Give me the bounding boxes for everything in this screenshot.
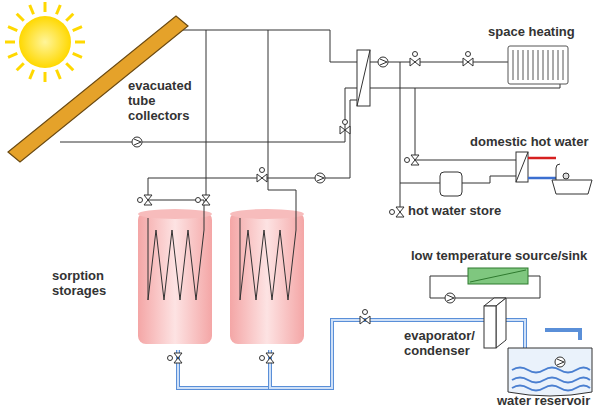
pump-symbol bbox=[132, 137, 142, 147]
sun-ray bbox=[66, 63, 73, 70]
pump-arrow bbox=[557, 359, 564, 365]
dhw-heat-exchanger bbox=[516, 152, 528, 182]
radiator-fin bbox=[543, 50, 544, 80]
sun-ray bbox=[73, 53, 82, 57]
valve-symbol bbox=[202, 195, 210, 205]
sun-ray bbox=[8, 53, 17, 57]
valve-actuator bbox=[260, 168, 265, 173]
valve-actuator bbox=[196, 198, 201, 203]
source-sink-label: low temperature source/sink bbox=[411, 248, 597, 263]
heat-exchanger bbox=[357, 50, 370, 106]
sun-ray bbox=[66, 14, 73, 21]
reservoir-label: water reservoir bbox=[497, 393, 597, 408]
radiator-fin bbox=[558, 50, 559, 80]
radiator-fin bbox=[523, 50, 524, 80]
radiator-fin bbox=[563, 50, 564, 80]
valve-actuator bbox=[466, 52, 471, 57]
valve-symbol bbox=[174, 353, 182, 363]
water-pipes-inner bbox=[178, 320, 525, 388]
hot-water-store bbox=[440, 172, 462, 196]
sun-ray bbox=[8, 27, 17, 31]
valve-actuator bbox=[343, 120, 348, 125]
valve-actuator bbox=[168, 356, 173, 361]
valve-symbol bbox=[360, 316, 370, 324]
low-temperature-source bbox=[468, 268, 528, 284]
radiator-fin bbox=[548, 50, 549, 80]
sorption-storage bbox=[138, 200, 304, 344]
radiator-fin bbox=[513, 50, 514, 80]
valve-actuator bbox=[413, 52, 418, 57]
valve-symbol bbox=[411, 155, 419, 165]
store-label: hot water store bbox=[408, 203, 528, 218]
sun-ray bbox=[44, 72, 47, 82]
sun-ray bbox=[75, 41, 85, 44]
sun-ray bbox=[17, 63, 24, 70]
cold-line bbox=[528, 177, 556, 180]
sun-ray bbox=[5, 41, 15, 44]
hot-line bbox=[528, 157, 556, 160]
pump-arrow bbox=[134, 139, 141, 145]
sun-ray bbox=[56, 70, 60, 79]
sun bbox=[5, 2, 85, 82]
radiator-fin bbox=[538, 50, 539, 80]
bathtub bbox=[552, 164, 592, 194]
valve-symbol bbox=[257, 174, 267, 182]
pump-arrow bbox=[380, 59, 387, 65]
radiator-fin bbox=[518, 50, 519, 80]
radiator-fin bbox=[528, 50, 529, 80]
sun-ray bbox=[30, 70, 34, 79]
valve-actuator bbox=[405, 158, 410, 163]
pump-symbol bbox=[555, 357, 565, 367]
sun-ray bbox=[17, 14, 24, 21]
valve-symbol bbox=[340, 126, 350, 134]
radiator-fin bbox=[533, 50, 534, 80]
collector-label: evacuated tube collectors bbox=[128, 78, 200, 123]
space-heating-label: space heating bbox=[488, 24, 588, 39]
pump-symbol bbox=[315, 173, 325, 183]
sun-ray bbox=[44, 2, 47, 12]
evaporator-label: evaporator/ condenser bbox=[404, 328, 482, 358]
pump-symbol bbox=[445, 293, 455, 303]
valve-symbol bbox=[266, 353, 274, 363]
valve-actuator bbox=[138, 198, 143, 203]
valve-symbol bbox=[410, 58, 420, 66]
radiator-fin bbox=[553, 50, 554, 80]
valve-actuator bbox=[260, 356, 265, 361]
water-reservoir bbox=[508, 348, 592, 396]
sun-ray bbox=[56, 5, 60, 14]
valve-symbol bbox=[144, 195, 152, 205]
valve-symbol bbox=[396, 207, 404, 217]
evaporator-condenser bbox=[484, 298, 506, 348]
pump-arrow bbox=[317, 175, 324, 181]
dhw-label: domestic hot water bbox=[470, 134, 596, 149]
valve-actuator bbox=[390, 210, 395, 215]
sun-ray bbox=[30, 5, 34, 14]
pump-symbol bbox=[378, 57, 388, 67]
storage-label: sorption storages bbox=[52, 268, 124, 298]
radiator bbox=[508, 46, 568, 84]
valve-actuator bbox=[363, 310, 368, 315]
pumps-valves bbox=[132, 52, 565, 368]
sun-ray bbox=[73, 27, 82, 31]
valve-symbol bbox=[463, 58, 473, 66]
pump-arrow bbox=[447, 295, 454, 301]
